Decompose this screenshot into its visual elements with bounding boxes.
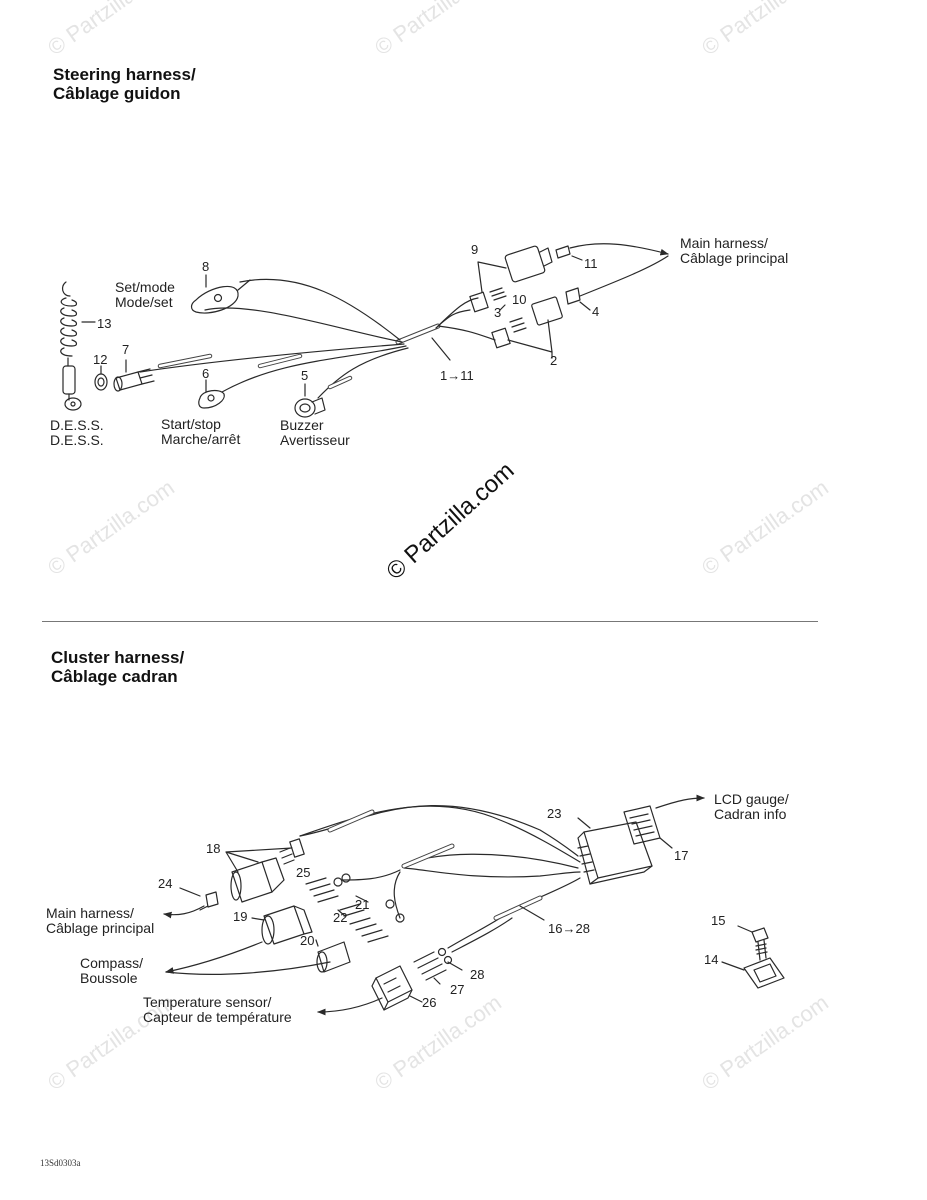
start-stop-label-en: Start/stop: [161, 416, 221, 432]
drawing-reference-code: 13Sd0303a: [40, 1158, 81, 1168]
connector-2: [491, 296, 563, 359]
callout-19: 19: [233, 909, 248, 924]
main-harness-label-steering: Main harness/ Câblage principal: [680, 236, 788, 266]
callout-12: 12: [93, 352, 108, 367]
lcd-connector-housing: [577, 821, 653, 885]
callout-22: 22: [333, 910, 348, 925]
temperature-sensor-label-fr: Capteur de température: [143, 1009, 292, 1025]
cluster-section-title: Cluster harness/ Câblage cadran: [51, 648, 184, 686]
callout-11: 11: [584, 256, 598, 271]
connector-20: [316, 941, 351, 973]
plate-14: [721, 957, 785, 989]
callout-15: 15: [711, 913, 726, 928]
buzzer-label-fr: Avertisseur: [280, 432, 350, 448]
main-harness-label-en: Main harness/: [680, 235, 768, 251]
compass-label-fr: Boussole: [80, 970, 138, 986]
callout-6: 6: [202, 366, 210, 381]
callout-5: 5: [301, 368, 309, 383]
main-harness-cluster-label-en: Main harness/: [46, 905, 134, 921]
buzzer-drawing: [294, 383, 326, 418]
callout-24: 24: [158, 876, 173, 891]
compass-label: Compass/ Boussole: [80, 956, 143, 986]
cluster-title-fr: Câblage cadran: [51, 667, 178, 686]
callout-16-28: 16→28: [548, 921, 590, 936]
bolt-15: [737, 925, 769, 961]
callout-21: 21: [355, 897, 370, 912]
callout-1-11: 1→11: [440, 368, 474, 383]
cluster-title-en: Cluster harness/: [51, 648, 185, 667]
callout-14: 14: [704, 952, 719, 967]
section-divider: [42, 621, 818, 622]
callout-17: 17: [674, 848, 689, 863]
pins-21-22: [305, 873, 405, 943]
buzzer-label-en: Buzzer: [280, 417, 324, 433]
connector-19: [261, 905, 313, 945]
set-mode-label-en: Set/mode: [115, 279, 175, 295]
connector-18: [225, 838, 305, 903]
callout-9: 9: [471, 242, 479, 257]
main-harness-label-cluster: Main harness/ Câblage principal: [46, 906, 154, 936]
main-harness-cluster-label-fr: Câblage principal: [46, 920, 155, 936]
callout-4: 4: [592, 304, 600, 319]
callout-2: 2: [550, 353, 558, 368]
compass-label-en: Compass/: [80, 955, 144, 971]
callout-26: 26: [422, 995, 437, 1010]
connector-9: [469, 245, 553, 313]
callout-20: 20: [300, 933, 315, 948]
set-mode-label-fr: Mode/set: [115, 294, 173, 310]
steering-section-title: Steering harness/ Câblage guidon: [53, 65, 196, 103]
main-harness-label-fr: Câblage principal: [680, 250, 789, 266]
set-mode-label: Set/mode Mode/set: [115, 280, 175, 310]
callout-8: 8: [202, 259, 210, 274]
temperature-sensor-label: Temperature sensor/ Capteur de températu…: [143, 995, 292, 1025]
callout-25: 25: [296, 865, 311, 880]
start-stop-label-fr: Marche/arrêt: [161, 431, 241, 447]
callout-3: 3: [494, 305, 502, 320]
cluster-harness-drawing: [163, 794, 785, 1016]
dess-label-fr: D.E.S.S.: [50, 432, 104, 448]
buzzer-label: Buzzer Avertisseur: [280, 418, 350, 448]
callout-28: 28: [470, 967, 485, 982]
steering-harness-drawing: [60, 243, 669, 418]
lcd-gauge-label-fr: Cadran info: [714, 806, 787, 822]
lcd-gauge-label: LCD gauge/ Cadran info: [714, 792, 789, 822]
callout-27: 27: [450, 982, 465, 997]
dess-lanyard-coil: [60, 281, 82, 411]
lcd-gauge-label-en: LCD gauge/: [714, 791, 789, 807]
temperature-sensor-label-en: Temperature sensor/: [143, 994, 272, 1010]
dess-label-en: D.E.S.S.: [50, 417, 104, 433]
steering-title-en: Steering harness/: [53, 65, 196, 84]
start-stop-label: Start/stop Marche/arrêt: [161, 417, 240, 447]
callout-18: 18: [206, 841, 221, 856]
callout-23: 23: [547, 806, 562, 821]
callout-10: 10: [512, 292, 527, 307]
connector-26: [371, 965, 413, 1011]
steering-title-fr: Câblage guidon: [53, 84, 181, 103]
dess-post: [113, 359, 155, 392]
callout-7: 7: [122, 342, 130, 357]
callout-13: 13: [97, 316, 112, 331]
dess-label: D.E.S.S. D.E.S.S.: [50, 418, 104, 448]
